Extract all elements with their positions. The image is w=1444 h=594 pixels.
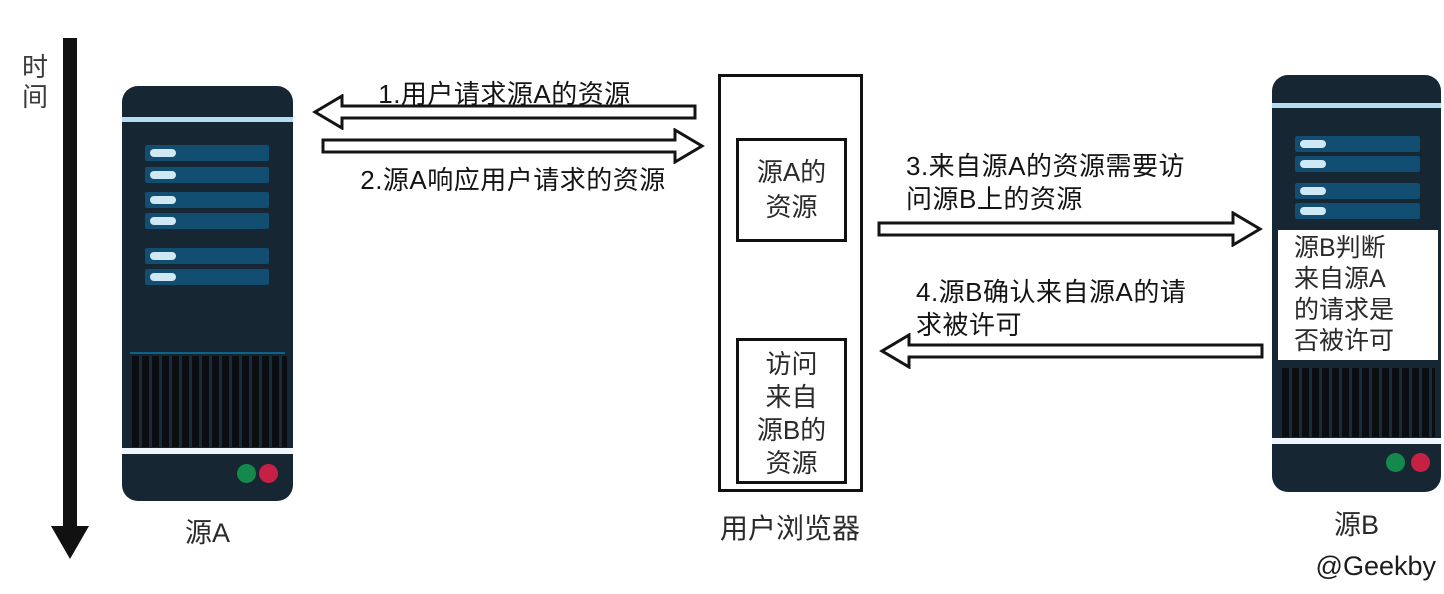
server-drive-slot bbox=[145, 192, 269, 208]
slot-handle-icon bbox=[1300, 207, 1326, 215]
slot-handle-icon bbox=[150, 196, 176, 204]
step1-label: 1.用户请求源A的资源 bbox=[378, 79, 631, 109]
server-a-vent-divider bbox=[130, 352, 285, 354]
step1-arrow-left-icon bbox=[312, 94, 697, 130]
server-a-top-divider bbox=[122, 117, 293, 122]
server-drive-slot bbox=[1295, 136, 1420, 152]
resource-b-box: 访问 来自 源B的 资源 bbox=[736, 338, 847, 484]
server-drive-slot bbox=[1295, 156, 1420, 172]
server-b-illustration: 源B判断 来自源A 的请求是 否被许可 bbox=[1272, 75, 1441, 492]
browser-label: 用户浏览器 bbox=[719, 513, 860, 544]
server-a-illustration bbox=[122, 86, 293, 501]
time-axis-arrow-icon bbox=[51, 38, 89, 559]
server-a-bottom-divider bbox=[122, 448, 293, 454]
slot-handle-icon bbox=[150, 171, 176, 179]
server-drive-slot bbox=[145, 269, 269, 285]
server-b-bottom-divider bbox=[1272, 438, 1441, 444]
red-led-icon bbox=[1411, 453, 1430, 472]
green-led-icon bbox=[237, 464, 256, 483]
step4-arrow-left-icon bbox=[879, 333, 1264, 369]
slot-handle-icon bbox=[150, 217, 176, 225]
server-vent-grill bbox=[1282, 368, 1435, 437]
server-vent-grill bbox=[132, 356, 287, 447]
time-axis-label: 时间 bbox=[21, 52, 48, 112]
green-led-icon bbox=[1386, 453, 1405, 472]
resource-a-box: 源A的 资源 bbox=[736, 138, 847, 242]
server-b-decision-note: 源B判断 来自源A 的请求是 否被许可 bbox=[1278, 230, 1438, 360]
server-drive-slot bbox=[1295, 203, 1420, 219]
server-drive-slot bbox=[145, 248, 269, 264]
server-b-top-divider bbox=[1272, 103, 1441, 108]
slot-handle-icon bbox=[1300, 187, 1326, 195]
slot-handle-icon bbox=[1300, 160, 1326, 168]
server-b-label: 源B bbox=[1333, 510, 1379, 540]
slot-handle-icon bbox=[150, 149, 176, 157]
slot-handle-icon bbox=[150, 252, 176, 260]
step2-arrow-right-icon bbox=[321, 128, 705, 164]
server-drive-slot bbox=[145, 145, 269, 161]
server-drive-slot bbox=[145, 213, 269, 229]
watermark: @Geekby bbox=[1315, 551, 1436, 581]
slot-handle-icon bbox=[1300, 140, 1326, 148]
slot-handle-icon bbox=[150, 273, 176, 281]
red-led-icon bbox=[259, 464, 278, 483]
server-drive-slot bbox=[1295, 183, 1420, 199]
step4-label: 4.源B确认来自源A的请 求被许可 bbox=[916, 277, 1187, 340]
server-a-label: 源A bbox=[184, 518, 230, 548]
step2-label: 2.源A响应用户请求的资源 bbox=[360, 165, 666, 195]
step3-arrow-right-icon bbox=[877, 211, 1263, 247]
server-drive-slot bbox=[145, 167, 269, 183]
step3-label: 3.来自源A的资源需要访 问源B上的资源 bbox=[906, 151, 1186, 214]
